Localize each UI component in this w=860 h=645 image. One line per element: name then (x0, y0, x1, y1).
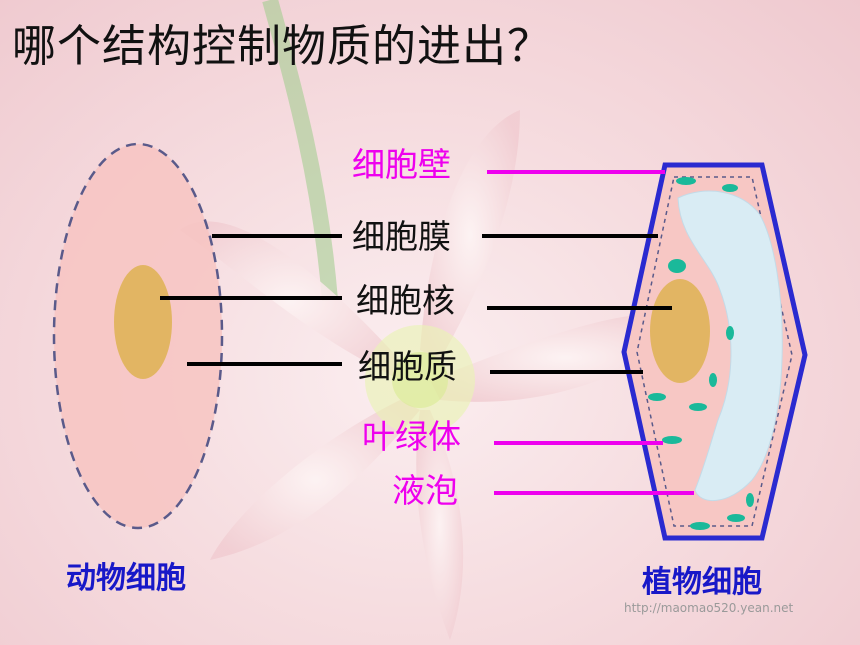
label-cell-wall: 细胞壁 (352, 145, 451, 184)
chloroplast (690, 522, 710, 530)
caption-animal-cell: 动物细胞 (66, 561, 186, 596)
label-cell-membrane: 细胞膜 (352, 217, 451, 256)
chloroplast (727, 514, 745, 522)
flower-petal (416, 410, 464, 640)
chloroplast (726, 326, 734, 340)
flower-petal (180, 221, 400, 380)
flower-center (392, 352, 448, 408)
chloroplast (709, 373, 717, 387)
chloroplast (676, 177, 696, 185)
label-nucleus: 细胞核 (356, 281, 455, 320)
chloroplast (648, 393, 666, 401)
animal-cell-membrane (52, 142, 224, 530)
chloroplast (746, 493, 754, 507)
plant-cell-membrane (636, 176, 793, 527)
chloroplast (662, 436, 682, 444)
chloroplast (689, 403, 707, 411)
chloroplast (668, 259, 686, 273)
chloroplast (722, 184, 738, 192)
flower-petal (210, 400, 420, 560)
caption-plant-cell: 植物细胞 (642, 565, 762, 600)
page-title: 哪个结构控制物质的进出？ (12, 21, 552, 72)
label-cytoplasm: 细胞质 (358, 347, 457, 386)
watermark-url: http://maomao520.yean.net (624, 601, 794, 615)
plant-cell-vacuole (677, 190, 783, 502)
flower-stem (262, 0, 338, 301)
label-chloroplast: 叶绿体 (362, 417, 461, 456)
label-vacuole: 液泡 (392, 471, 458, 510)
animal-cell-nucleus (114, 265, 172, 379)
plant-cell-nucleus (650, 279, 710, 383)
